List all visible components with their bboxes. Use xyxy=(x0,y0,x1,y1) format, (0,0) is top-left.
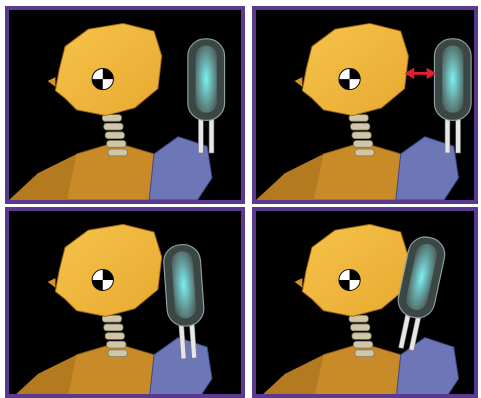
panel-1-scene xyxy=(9,10,241,200)
arm xyxy=(396,337,459,394)
headrest xyxy=(163,243,208,359)
nose xyxy=(295,278,303,288)
head xyxy=(55,23,161,115)
nose xyxy=(48,77,56,87)
panel-4 xyxy=(252,207,478,398)
panel-1 xyxy=(5,6,245,204)
panel-3 xyxy=(5,207,245,398)
crash-test-target-icon xyxy=(92,69,113,90)
panel-4-scene xyxy=(256,211,474,394)
crash-test-target-icon xyxy=(339,69,360,90)
headrest xyxy=(434,39,471,153)
distance-arrow xyxy=(405,68,437,80)
panel-2 xyxy=(252,6,478,204)
nose xyxy=(48,278,56,288)
headrest xyxy=(188,39,225,153)
shoulder xyxy=(9,154,77,200)
crash-test-target-icon xyxy=(339,269,360,290)
panel-2-scene xyxy=(256,10,474,200)
head xyxy=(302,23,408,115)
nose xyxy=(295,77,303,87)
head xyxy=(302,224,408,316)
shoulder xyxy=(256,154,324,200)
panel-3-scene xyxy=(9,211,241,394)
head xyxy=(55,224,161,316)
crash-test-target-icon xyxy=(92,269,113,290)
shoulder xyxy=(9,355,77,394)
shoulder xyxy=(256,355,324,394)
